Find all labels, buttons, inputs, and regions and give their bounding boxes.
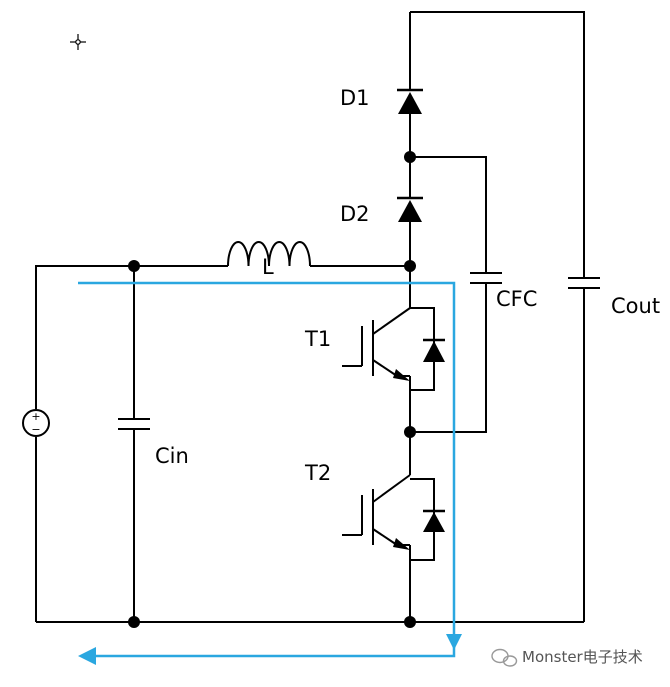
inductor-l	[227, 241, 311, 267]
junction-dot	[404, 260, 416, 272]
diode-d1	[397, 88, 423, 114]
junction-dot	[404, 151, 416, 163]
label-cout: Cout	[611, 294, 660, 318]
current-arrow-down-icon	[446, 634, 462, 650]
dc-voltage-source: + −	[22, 409, 50, 437]
source-plus-sign: +	[31, 410, 40, 423]
junction-dot	[128, 616, 140, 628]
current-arrow-left-icon	[78, 647, 96, 665]
circuit-wires	[35, 11, 585, 623]
crosshair-icon	[70, 34, 86, 50]
current-flow-path	[78, 281, 456, 658]
label-d1: D1	[340, 86, 370, 110]
junction-dot	[404, 616, 416, 628]
label-t1: T1	[304, 327, 331, 351]
watermark-logo: Monster电子技术	[491, 648, 643, 667]
label-inductor: L	[262, 255, 274, 279]
label-cin: Cin	[155, 444, 189, 468]
junction-dots	[128, 151, 416, 628]
label-t2: T2	[304, 461, 331, 485]
source-minus-sign: −	[31, 423, 40, 436]
watermark-text: Monster电子技术	[522, 648, 643, 666]
igbt-t1	[342, 307, 445, 391]
capacitor-cin	[118, 418, 150, 430]
capacitor-cout	[568, 277, 600, 289]
igbt-t2	[342, 474, 445, 561]
freewheel-diode-t1	[423, 341, 445, 362]
label-d2: D2	[340, 202, 370, 226]
label-cfc: CFC	[496, 287, 537, 311]
junction-dot	[128, 260, 140, 272]
freewheel-diode-t2	[423, 512, 445, 532]
junction-dot	[404, 426, 416, 438]
capacitor-cfc	[470, 272, 502, 284]
wechat-icon	[491, 648, 518, 667]
diode-d2	[397, 196, 423, 222]
